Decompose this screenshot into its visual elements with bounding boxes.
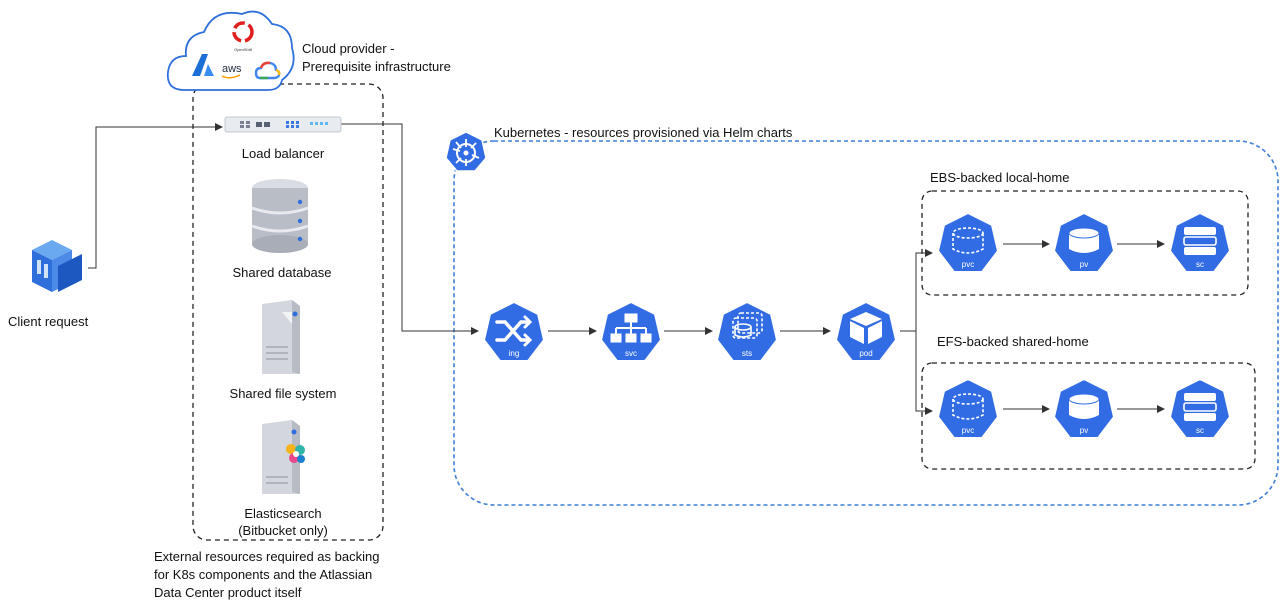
efs-sc-node: sc (1167, 377, 1233, 443)
edge-pod-to-efs (915, 331, 933, 415)
pvc-volume-icon (952, 393, 984, 420)
client-node (22, 236, 92, 296)
pvc-volume-icon (952, 227, 984, 254)
efs-group-box (921, 362, 1256, 470)
svg-text:OpenShift: OpenShift (234, 47, 253, 52)
statefulset-node: sts (714, 300, 780, 366)
ingress-node: ing (481, 300, 547, 366)
google-cloud-logo (254, 61, 281, 80)
kubernetes-title: Kubernetes - resources provisioned via H… (494, 125, 793, 140)
ingress-label: ing (509, 349, 520, 358)
ingress-shuffle-icon (495, 315, 533, 347)
service-node: svc (598, 300, 664, 366)
ebs-sc-label: sc (1196, 260, 1204, 269)
statefulset-label: sts (742, 349, 752, 358)
infra-caption-line2: for K8s components and the Atlassian (154, 567, 373, 582)
ebs-pv-label: pv (1080, 260, 1088, 269)
cloud-provider-icon: OpenShift aws (164, 2, 298, 98)
efs-pvc-node: pvc (935, 377, 1001, 443)
storageclass-icon (1183, 227, 1217, 255)
efs-pv-label: pv (1080, 426, 1088, 435)
azure-logo (192, 54, 214, 76)
infra-caption-line3: Data Center product itself (154, 585, 302, 600)
storageclass-icon (1183, 393, 1217, 421)
pod-cube-icon (850, 312, 882, 344)
database-icon (250, 178, 310, 256)
ebs-sc-node: sc (1167, 211, 1233, 277)
filesystem-label: Shared file system (229, 386, 337, 401)
elasticsearch-label-line2: (Bitbucket only) (238, 523, 328, 538)
infra-container (192, 83, 384, 541)
service-label: svc (625, 349, 637, 358)
cloud-title-line1: Cloud provider - (302, 41, 395, 56)
ebs-pvc-node: pvc (935, 211, 1001, 277)
efs-sc-label: sc (1196, 426, 1204, 435)
elasticsearch-label-line1: Elasticsearch (244, 506, 322, 521)
efs-title: EFS-backed shared-home (937, 334, 1089, 349)
pod-node: pod (833, 300, 899, 366)
efs-pvc-label: pvc (962, 426, 974, 435)
ebs-pv-node: pv (1051, 211, 1117, 277)
redhat-openshift-logo: OpenShift (232, 21, 254, 52)
kubernetes-logo-icon (444, 130, 488, 174)
client-building-icon (32, 240, 82, 292)
pod-label: pod (859, 349, 872, 358)
infra-caption-line1: External resources required as backing (154, 549, 380, 564)
ebs-title: EBS-backed local-home (930, 170, 1070, 185)
edge-client-to-lb (88, 123, 223, 269)
svg-text:aws: aws (222, 63, 242, 75)
elasticsearch-icon (258, 418, 308, 496)
database-label: Shared database (232, 265, 332, 280)
cloud-title-line2: Prerequisite infrastructure (302, 59, 451, 74)
pv-volume-icon (1068, 393, 1100, 419)
statefulset-icon (732, 312, 763, 339)
edge-pod-to-ebs (900, 249, 933, 332)
edge-lb-to-ingress (341, 123, 479, 335)
ebs-group-box (921, 190, 1249, 296)
client-label: Client request (8, 314, 89, 329)
service-network-icon (610, 313, 652, 343)
elastic-logo (286, 444, 305, 463)
k8s-cluster-boundary (453, 140, 1279, 506)
filesystem-icon (258, 298, 304, 376)
load-balancer-icon (224, 115, 342, 135)
efs-pv-node: pv (1051, 377, 1117, 443)
aws-logo: aws (221, 63, 242, 79)
pv-volume-icon (1068, 227, 1100, 253)
load-balancer-label: Load balancer (241, 146, 325, 161)
ebs-pvc-label: pvc (962, 260, 974, 269)
